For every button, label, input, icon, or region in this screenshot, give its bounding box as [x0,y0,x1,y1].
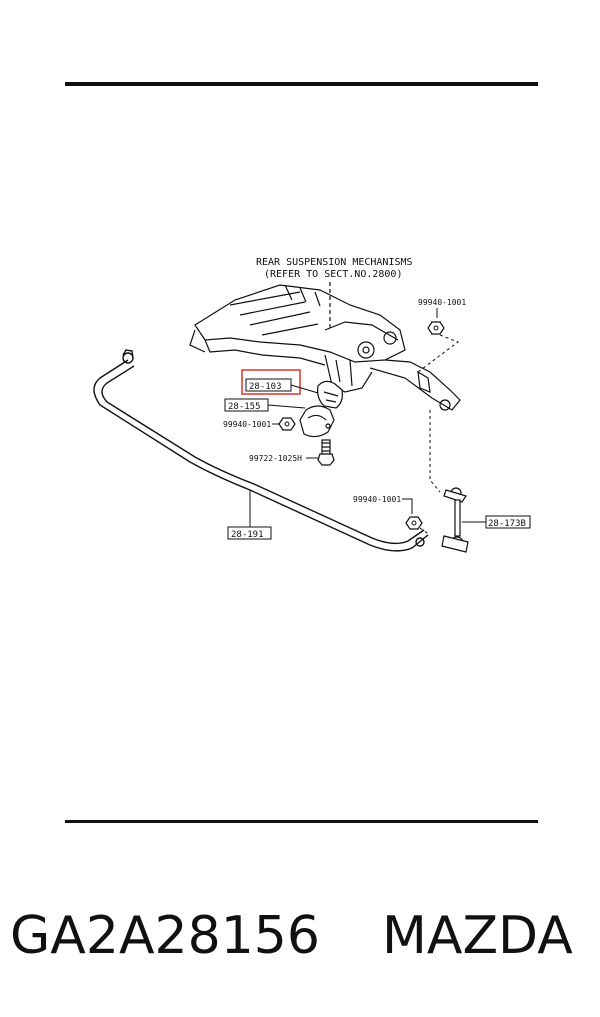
callout-bolt: 99722-1025H [249,454,302,463]
part-number: GA2A28156 [10,906,320,966]
rear-crossmember [189,284,461,411]
callout-bushing: 28-103 [249,382,282,392]
callout-stabilizer-bar: 28-191 [231,530,264,540]
nut-icon [405,516,423,530]
brand-name: MAZDA [382,906,573,966]
nut-icon [278,417,296,431]
reference-note-line1: REAR SUSPENSION MECHANISMS [256,257,413,268]
callout-control-link: 28-173B [488,519,526,529]
nut-icon [427,321,445,335]
callout-nut-lower: 99940-1001 [353,495,401,504]
stabilizer-bar [93,349,429,552]
reference-note-line2: (REFER TO SECT.NO.2800) [264,269,402,280]
bottom-divider [65,820,538,823]
top-divider [65,82,538,86]
callout-bracket: 28-155 [228,402,261,412]
bracket-icon [299,405,335,438]
bolt-icon [317,439,335,466]
control-link [441,487,469,553]
highlight-box [241,369,301,395]
bushing-icon [317,380,343,409]
callout-nut-upper-right: 99940-1001 [418,298,466,307]
callout-nut-left: 99940-1001 [223,420,271,429]
